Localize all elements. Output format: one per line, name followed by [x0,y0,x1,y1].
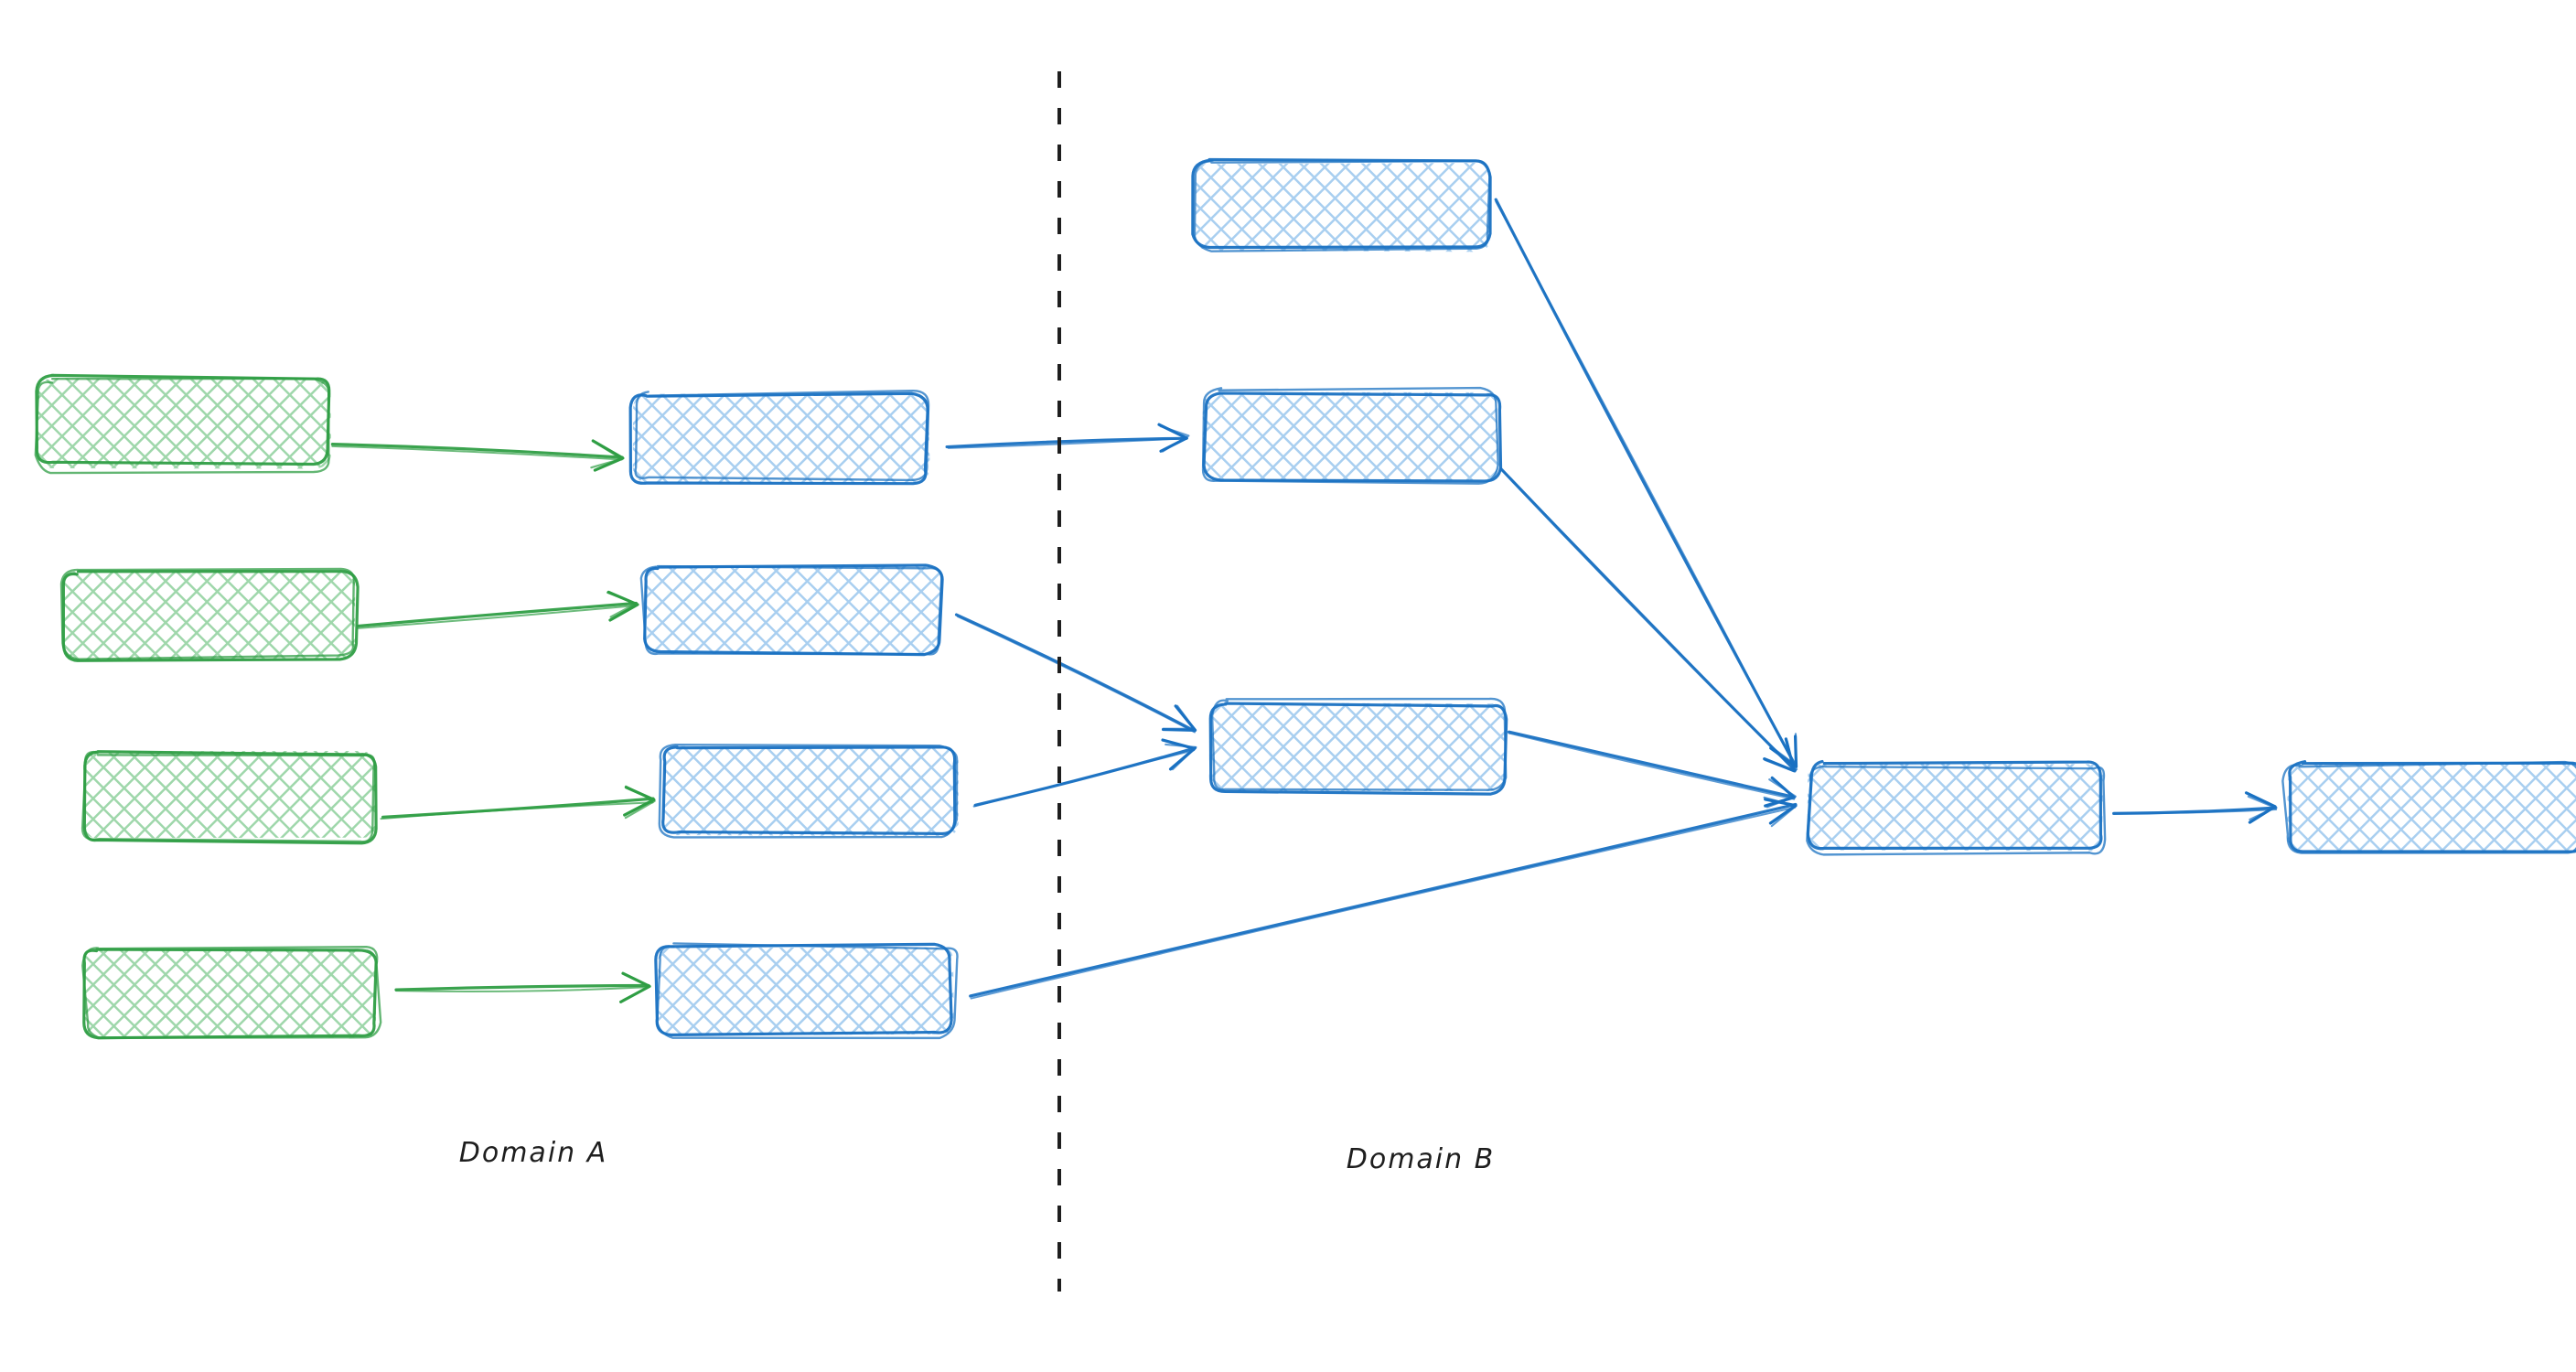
edge-a3-m3[interactable] [380,785,656,820]
edge-a4-m4[interactable] [394,971,651,1003]
node-a2[interactable] [59,567,360,662]
node-m1[interactable] [628,389,930,486]
node-b1[interactable] [1191,157,1492,252]
edge-b2-c1[interactable] [1499,466,1798,773]
edges-layer [330,198,2278,1003]
nodes-layer [34,157,2576,1040]
node-c1[interactable] [1806,759,2107,856]
node-a1[interactable] [34,373,331,475]
label-domain-a: Domain A [458,1137,608,1169]
label-domain-b: Domain B [1346,1143,1496,1175]
edge-a1-m1[interactable] [330,439,625,472]
node-m3[interactable] [658,743,959,839]
edge-m2-b3[interactable] [954,613,1197,734]
node-a4[interactable] [81,945,382,1040]
edge-m3-b3[interactable] [972,738,1197,808]
edge-a2-m2[interactable] [356,590,639,629]
edge-m1-b2[interactable] [945,423,1190,453]
edge-b1-c1[interactable] [1494,198,1798,771]
node-b3[interactable] [1208,697,1508,796]
node-a3[interactable] [80,750,378,845]
edge-b3-c1[interactable] [1507,730,1797,809]
edge-c1-d1[interactable] [2112,791,2278,824]
edge-m4-c1[interactable] [969,796,1798,1000]
node-m2[interactable] [639,563,944,657]
node-d1[interactable] [2281,760,2576,854]
node-m4[interactable] [654,942,959,1040]
node-b2[interactable] [1201,386,1503,485]
